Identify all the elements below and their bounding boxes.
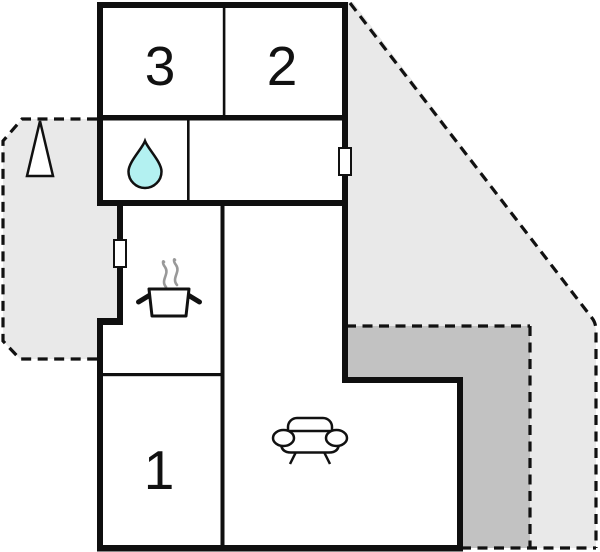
sofa-armrest-left: [271, 428, 296, 448]
sofa-armrest-right: [324, 428, 349, 448]
steam-icon: [161, 258, 179, 289]
wall-right-lower: [457, 377, 463, 551]
wall-under-bedrooms: [97, 115, 348, 121]
terrace-outline-right-diagonal: [348, 2, 598, 548]
wall-notch-bottom: [97, 318, 123, 325]
wall-divider-room3-room2: [222, 8, 226, 118]
water-drop-icon: [127, 137, 163, 190]
terrace-area-lower-dark: [345, 326, 530, 548]
wall-left-upper: [97, 2, 103, 206]
wall-bottom: [97, 545, 463, 552]
room-label-3: 3: [145, 35, 176, 97]
sofa-leg-right: [322, 451, 332, 465]
terrace-area-left: [3, 119, 120, 359]
sofa-leg-left: [288, 451, 298, 465]
sofa-icon: [271, 416, 349, 465]
wall-jut-top: [345, 377, 463, 383]
wall-room1-top: [100, 373, 222, 377]
window-marker-right: [338, 147, 352, 176]
wall-top: [97, 2, 348, 8]
cooking-pot-icon: [136, 287, 202, 318]
window-marker-left: [113, 239, 127, 268]
wall-divider-bath-hall: [187, 120, 190, 203]
room-label-1: 1: [144, 439, 175, 501]
terrace-outline-left: [1, 117, 97, 361]
windows: [113, 147, 352, 268]
room-label-2: 2: [267, 35, 298, 97]
wall-left-lower: [97, 318, 103, 551]
terrace-area-right: [348, 2, 596, 548]
wall-right-upper: [342, 2, 348, 383]
wall-center-vertical: [220, 200, 225, 548]
tree-icon: [25, 120, 55, 178]
